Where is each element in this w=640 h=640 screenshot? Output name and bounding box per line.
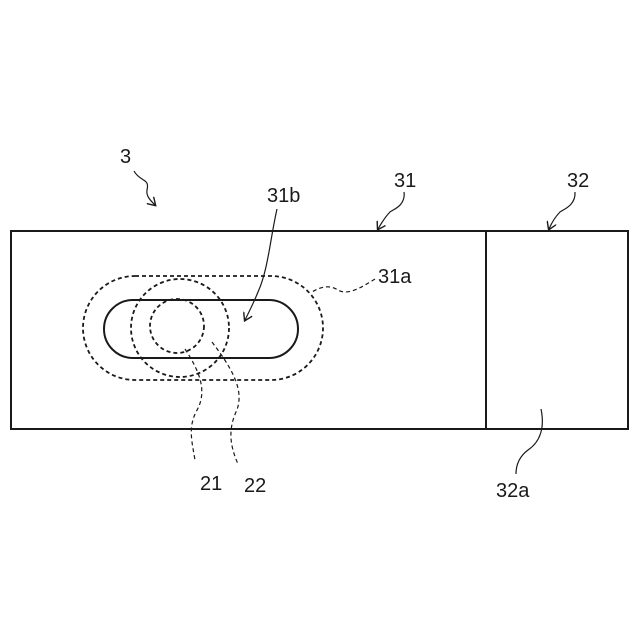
label-32a: 32a <box>496 480 530 502</box>
inner-slot-31b <box>104 300 298 358</box>
outer-circle-22 <box>131 279 229 377</box>
leader-21 <box>185 349 202 460</box>
leader-32a <box>516 409 542 474</box>
outer-area-31a <box>83 276 323 380</box>
label-31a: 31a <box>378 266 412 288</box>
label-21: 21 <box>200 473 222 495</box>
label-22: 22 <box>244 475 266 497</box>
label-32: 32 <box>567 170 589 192</box>
inner-circle-21 <box>150 299 204 353</box>
label-3: 3 <box>120 146 131 168</box>
leader-32 <box>549 192 575 229</box>
leader-31 <box>378 192 404 229</box>
leader-31b <box>245 209 277 320</box>
leader-31a <box>312 279 375 292</box>
label-31b: 31b <box>267 185 300 207</box>
leader-3 <box>134 171 155 205</box>
label-31: 31 <box>394 170 416 192</box>
